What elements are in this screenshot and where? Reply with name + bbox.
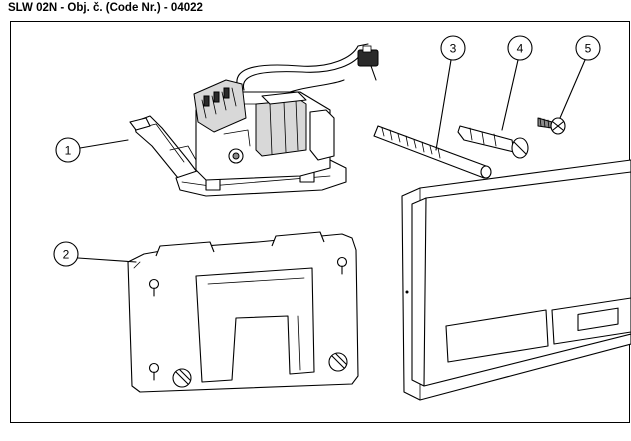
callout-4: 4 (501, 35, 533, 131)
actuator-cover-plate (401, 159, 631, 401)
svg-text:5: 5 (585, 42, 592, 56)
svg-text:4: 4 (517, 42, 524, 56)
part-1-electronic-module (129, 43, 379, 197)
svg-text:1: 1 (65, 144, 72, 158)
callout-5: 5 (559, 35, 601, 119)
page-title: SLW 02N - Obj. č. (Code Nr.) - 04022 (8, 2, 203, 14)
sensor-window (577, 307, 619, 332)
flush-button-small (445, 309, 549, 363)
part-3-threaded-rod (373, 125, 492, 179)
part-2-mounting-plate (127, 231, 359, 393)
keyhole (148, 362, 160, 381)
keyhole (148, 278, 160, 297)
connector-plug (357, 49, 379, 67)
part-4-wall-plug (457, 125, 529, 159)
keyhole (336, 256, 348, 275)
callout-1: 1 (55, 137, 129, 163)
callout-2: 2 (53, 241, 137, 267)
screw-head (172, 368, 192, 388)
svg-text:2: 2 (63, 248, 70, 262)
svg-text:3: 3 (450, 42, 457, 56)
part-5-screw (537, 117, 566, 135)
callout-3: 3 (435, 35, 466, 151)
screw-head (328, 352, 348, 372)
